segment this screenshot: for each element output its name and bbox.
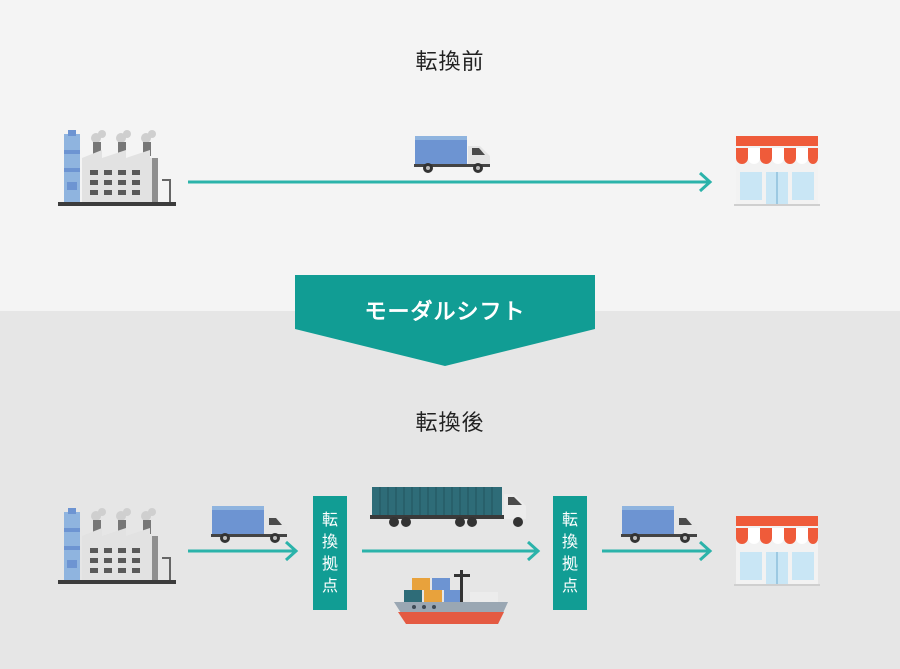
modal-shift-label: モーダルシフト	[364, 300, 526, 325]
arrow-hub-to-store	[602, 540, 713, 562]
arrow-factory-to-store	[188, 171, 713, 193]
factory-icon	[58, 508, 176, 584]
hub-char: 点	[321, 576, 338, 595]
hub-char: 拠	[561, 554, 578, 573]
truck-icon	[414, 136, 490, 173]
after-title: 転換後	[415, 411, 485, 436]
banner-arrow-shape	[295, 275, 595, 366]
hub-char: 換	[321, 532, 338, 551]
cargo-ship-icon	[394, 570, 508, 624]
store-icon	[734, 516, 820, 586]
hub-char: 拠	[321, 554, 338, 573]
hub-char: 換	[561, 532, 578, 551]
transfer-hub-right: 転 換 拠 点	[553, 496, 587, 610]
factory-icon	[58, 130, 176, 206]
modal-shift-banner: モーダルシフト	[295, 275, 595, 367]
store-icon	[734, 136, 820, 206]
transfer-hub-left: 転 換 拠 点	[313, 496, 347, 610]
truck-icon	[621, 506, 697, 543]
arrow-factory-to-hub	[188, 540, 299, 562]
hub-char: 転	[561, 510, 578, 529]
arrow-hub-to-hub	[362, 540, 541, 562]
hub-char: 転	[321, 510, 338, 529]
truck-icon	[211, 506, 287, 543]
container-truck-icon	[370, 487, 526, 527]
before-title: 転換前	[415, 50, 485, 75]
hub-char: 点	[561, 576, 578, 595]
